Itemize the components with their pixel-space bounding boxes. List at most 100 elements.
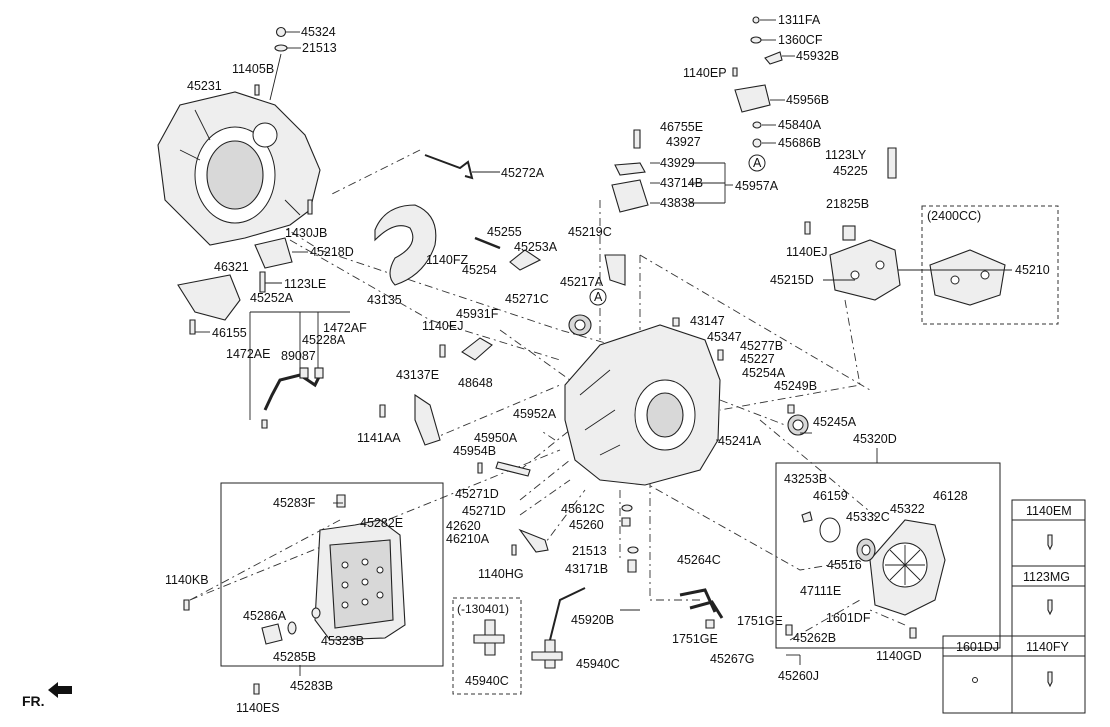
label-43927: 43927 [666,135,701,149]
label-46321: 46321 [214,260,249,274]
label-43253b: 43253B [784,472,827,486]
label-ref-a: A [753,156,762,170]
label-45322: 45322 [890,502,925,516]
label-46155: 46155 [212,326,247,340]
label-1430jb: 1430JB [285,226,327,240]
label-45283f: 45283F [273,496,316,510]
label-45931f: 45931F [456,307,499,321]
label-45231: 45231 [187,79,222,93]
label-45516: 45516 [827,558,862,572]
label-45332c: 45332C [846,510,890,524]
label-45241a: 45241A [718,434,762,448]
label-43135: 43135 [367,293,402,307]
label-1751ge: 1751GE [737,614,783,628]
label-45283b: 45283B [290,679,333,693]
label-43714b: 43714B [660,176,703,190]
legend-1123mg: 1123MG [1023,570,1070,584]
label-2400cc: (2400CC) [927,209,981,223]
leader-lines [195,19,1012,676]
side-cover-45322 [869,519,946,616]
label-46210a: 46210A [446,532,490,546]
parts [48,16,1006,698]
variant-2400cc-box [921,205,1059,325]
variant-130401-box [452,597,522,695]
label-45267g: 45267G [710,652,754,666]
label-45210: 45210 [1015,263,1050,277]
front-arrow-icon [48,682,72,698]
label-48648: 48648 [458,376,493,390]
cover-group-box [775,462,1001,649]
label-45957a: 45957A [735,179,779,193]
label-45347: 45347 [707,330,742,344]
label-1140es: 1140ES [236,701,280,715]
label-45920b: 45920B [571,613,614,627]
label-1472af: 1472AF [323,321,367,335]
label-11405b: 11405B [232,62,274,76]
label-45264c: 45264C [677,553,721,567]
label-45254a: 45254A [742,366,786,380]
label-45272a: 45272A [501,166,545,180]
label-21825b: 21825B [826,197,869,211]
label-45950a: 45950A [474,431,518,445]
label-45262b: 45262B [793,631,836,645]
label-45940c-2: 45940C [576,657,620,671]
label-45285b: 45285B [273,650,316,664]
label-45228a: 45228A [302,333,346,347]
label-45282e: 45282E [360,516,403,530]
label-variant-130401: (-130401) [457,602,509,616]
part-labels: 45324 21513 11405B 45231 1311FA 1360CF 4… [22,13,1050,715]
label-1601df: 1601DF [826,611,871,625]
label-89087: 89087 [281,349,316,363]
oil-pan-group-box [220,482,444,667]
label-45286a: 45286A [243,609,287,623]
label-43137e: 43137E [396,368,439,382]
label-45254: 45254 [462,263,497,277]
label-1751ge-2: 1751GE [672,632,718,646]
label-47111e: 47111E [800,584,841,598]
label-1141aa: 1141AA [357,431,401,445]
label-45245a: 45245A [813,415,857,429]
label-45940c: 45940C [465,674,509,688]
label-46159: 46159 [813,489,848,503]
label-45324: 45324 [301,25,336,39]
label-45255: 45255 [487,225,522,239]
label-45218d: 45218D [310,245,354,259]
label-45252a: 45252A [250,291,294,305]
legend-labels: 1140EM 1123MG 1601DJ 1140FY [956,504,1072,654]
label-43171b: 43171B [565,562,608,576]
label-45271c: 45271C [505,292,549,306]
label-45225: 45225 [833,164,868,178]
label-45686b: 45686B [778,136,821,150]
label-43929: 43929 [660,156,695,170]
legend-1140fy: 1140FY [1026,640,1070,654]
label-1311fa: 1311FA [778,13,821,27]
pin-11405b [254,84,260,96]
label-1123ly: 1123LY [825,148,867,162]
label-43838: 43838 [660,196,695,210]
guide-lines [189,149,906,641]
label-front: FR. [22,693,45,709]
label-45956b: 45956B [786,93,829,107]
label-45840a: 45840A [778,118,822,132]
label-45612c: 45612C [561,502,605,516]
label-45320d: 45320D [853,432,897,446]
label-1140hg: 1140HG [478,567,524,581]
label-1123le: 1123LE [284,277,326,291]
label-46755e: 46755E [660,120,703,134]
label-45954b: 45954B [453,444,496,458]
label-45271d: 45271D [455,487,499,501]
label-45219c: 45219C [568,225,612,239]
label-45249b: 45249B [774,379,817,393]
legend-1601dj: 1601DJ [956,640,999,654]
label-45277b: 45277B [740,339,783,353]
label-1140fz: 1140FZ [426,253,469,267]
label-1472ae: 1472AE [226,347,270,361]
label-21513: 21513 [302,41,337,55]
plug-45324 [275,26,287,38]
legend-1140em: 1140EM [1026,504,1072,518]
washer-21513 [274,44,288,52]
label-21513-2: 21513 [572,544,607,558]
label-45253a: 45253A [514,240,558,254]
label-1140gd: 1140GD [876,649,922,663]
